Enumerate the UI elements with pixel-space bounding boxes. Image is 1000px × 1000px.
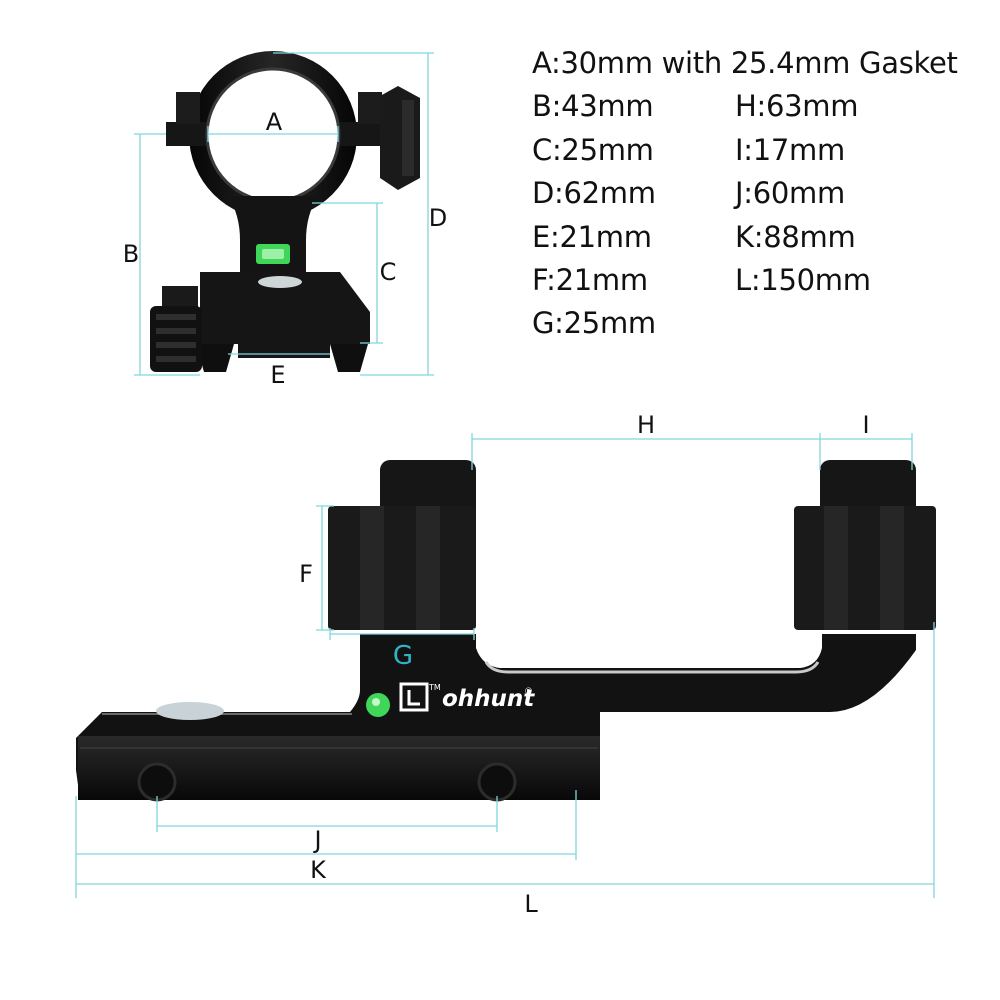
side-compass [156,702,224,720]
label-k: K [310,856,327,884]
spec-d: D:62mm [532,176,656,210]
spec-g: G:25mm [532,306,656,340]
spec-h: H:63mm [735,89,859,123]
label-j: J [312,826,321,854]
label-i: I [862,411,869,439]
spec-c: C:25mm [532,133,654,167]
ohhunt-logo: TM ohhunt ® [399,682,535,712]
front-dimensions [134,52,434,376]
front-compass [258,276,302,288]
label-g: G [393,641,413,671]
spec-l: L:150mm [735,263,871,297]
spec-a: A:30mm with 25.4mm Gasket [532,46,958,80]
label-e: E [270,361,285,389]
label-f: F [299,560,313,588]
label-c: C [380,258,397,286]
front-neck [228,196,318,272]
spec-b: B:43mm [532,89,654,123]
spec-e: E:21mm [532,220,652,254]
brand-name: ohhunt [442,686,535,712]
side-dimensions [75,433,935,898]
label-b: B [123,240,139,268]
side-view: TM ohhunt ® [76,460,936,802]
rear-accessory-rail [328,506,476,630]
spec-k: K:88mm [735,220,856,254]
front-base [200,272,370,358]
trademark-mark: TM [428,683,441,692]
front-accessory-rail [794,506,936,630]
rail-screw-right [477,762,517,802]
label-d: D [429,204,447,232]
front-view [150,51,420,372]
spec-f: F:21mm [532,263,648,297]
front-clamp-knob [150,306,202,372]
spec-j: J:60mm [735,176,845,210]
spec-i: I:17mm [735,133,845,167]
label-h: H [637,411,655,439]
rail-screw-left [137,762,177,802]
label-a: A [266,108,283,136]
registered-mark: ® [524,687,533,697]
label-l: L [524,890,538,918]
